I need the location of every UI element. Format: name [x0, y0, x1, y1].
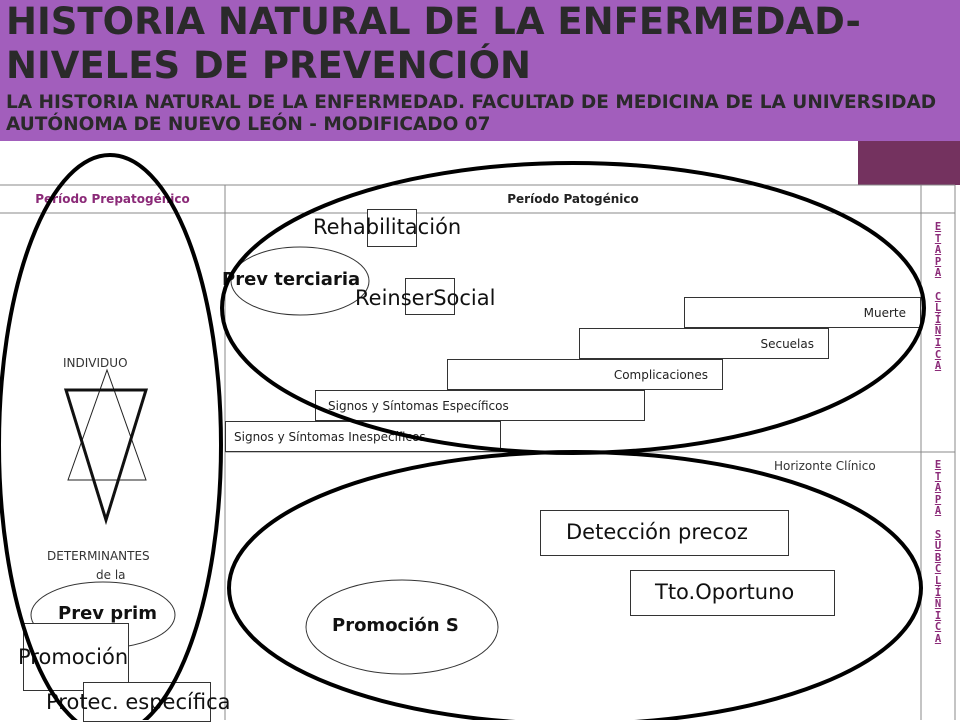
title-banner — [0, 0, 960, 141]
stair-complicaciones: Complicaciones — [447, 359, 723, 390]
etapa-clinica-label: E T A P A C L Í N I C A — [934, 221, 942, 373]
deteccion-box — [540, 510, 789, 556]
tto-box — [630, 570, 835, 616]
slide-title: HISTORIA NATURAL DE LA ENFERMEDAD- NIVEL… — [6, 0, 861, 87]
rehab-box — [367, 209, 417, 247]
col-patogenico: Período Patogénico — [507, 192, 639, 206]
stair-secuelas: Secuelas — [579, 328, 829, 359]
etapa-subclinica-label: E T A P A S U B C L Í N I C A — [934, 459, 942, 645]
stair-especificos: Signos y Síntomas Específicos — [315, 390, 645, 421]
stair-complicaciones-text: Complicaciones — [613, 367, 708, 382]
promocion-box — [23, 623, 129, 691]
slide-subtitle: LA HISTORIA NATURAL DE LA ENFERMEDAD. FA… — [6, 92, 937, 135]
prev-terciaria-label: Prev terciaria — [222, 269, 361, 290]
col-prepatogenico: Período Prepatogénico — [35, 192, 190, 206]
stair-secuelas-text: Secuelas — [760, 336, 814, 351]
promocion-s-label: Promoción S — [332, 615, 459, 636]
individuo-label: INDIVIDUO — [63, 356, 128, 370]
determinantes-label: DETERMINANTES — [47, 549, 150, 563]
stair-muerte-text: Muerte — [863, 305, 906, 320]
tto-oportuno-label: Tto.Oportuno — [655, 580, 795, 604]
prev-prim-label: Prev prim — [58, 603, 157, 624]
decorative-square — [858, 141, 960, 185]
reinser-box — [405, 278, 455, 315]
horizonte-clinico-label: Horizonte Clínico — [774, 459, 876, 473]
rehabilitacion-label: Rehabilitación — [313, 215, 462, 239]
de-la-label: de la — [96, 568, 126, 582]
deteccion-precoz-label: Detección precoz — [566, 520, 748, 544]
stair-especificos-text: Signos y Síntomas Específicos — [328, 398, 509, 413]
protec-especifica-label: Protec. específica — [46, 690, 231, 714]
stair-muerte: Muerte — [684, 297, 921, 328]
reinser-label: ReinserSocial — [355, 286, 496, 310]
stair-inespecificos-text: Signos y Síntomas Inespecíficos — [234, 429, 426, 444]
